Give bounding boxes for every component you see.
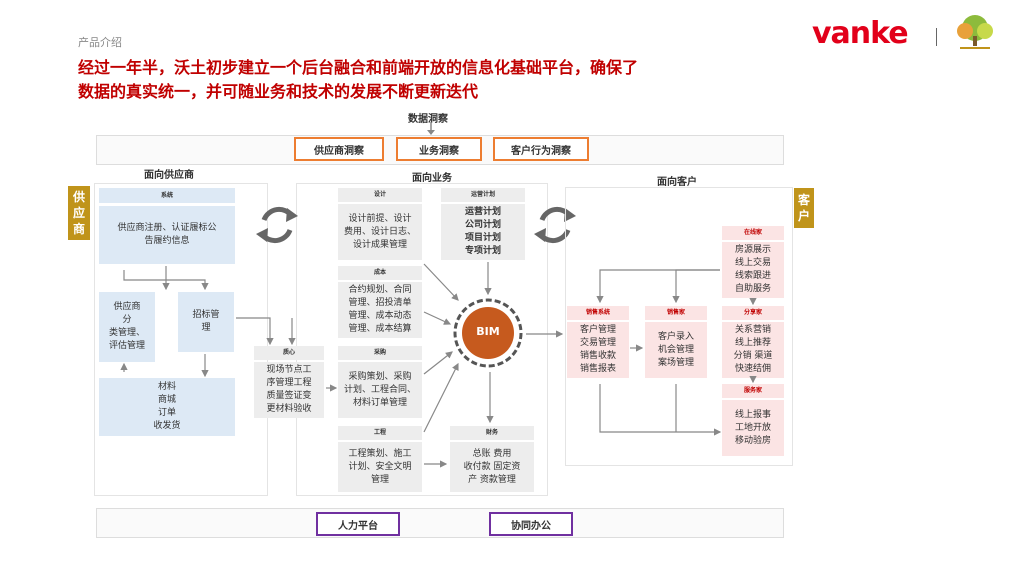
site-header: 质心 bbox=[254, 346, 324, 360]
customer-behavior-insight-box: 客户行为洞察 bbox=[493, 137, 589, 161]
hr-platform-box: 人力平台 bbox=[316, 512, 400, 536]
supplier-system-header: 系统 bbox=[99, 188, 235, 203]
service-header: 服务家 bbox=[722, 384, 784, 398]
vanke-logo: vanke bbox=[812, 16, 909, 51]
supplier-register-box: 供应商注册、认证履标公 告履约信息 bbox=[99, 206, 235, 264]
insight-label: 数据洞察 bbox=[408, 114, 448, 125]
share-header: 分享家 bbox=[722, 306, 784, 320]
sales-mgr-box: 客户录入 机会管理 案场管理 bbox=[645, 322, 707, 378]
cost-header: 成本 bbox=[338, 266, 422, 280]
collab-office-box: 协同办公 bbox=[489, 512, 573, 536]
share-box: 关系营销 线上推荐 分销 渠道 快速结佣 bbox=[722, 322, 784, 378]
cost-box: 合约规划、合同 管理、招投清单 管理、成本动态 管理、成本结算 bbox=[338, 282, 422, 338]
design-header: 设计 bbox=[338, 188, 422, 202]
finance-header: 财务 bbox=[450, 426, 534, 440]
purchase-box: 采购策划、采购 计划、工程合同、 材料订单管理 bbox=[338, 362, 422, 418]
bim-hub: BIM bbox=[453, 298, 523, 368]
customer-side-tag: 客 户 bbox=[794, 188, 814, 228]
slide-title-line-2: 数据的真实统一，并可随业务和技术的发展不断更新迭代 bbox=[78, 82, 479, 101]
online-box: 房源展示 线上交易 线索跟进 自助服务 bbox=[722, 242, 784, 298]
purchase-header: 采购 bbox=[338, 346, 422, 360]
sales-mgr-header: 销售家 bbox=[645, 306, 707, 320]
customer-panel bbox=[565, 187, 793, 466]
customer-column-title: 面向客户 bbox=[657, 177, 697, 188]
insight-arrow bbox=[427, 122, 435, 135]
supplier-cycle-icon bbox=[256, 206, 298, 244]
tree-logo-icon bbox=[950, 12, 1000, 52]
materials-mall-box: 材料 商城 订单 收发货 bbox=[99, 378, 235, 436]
sales-system-box: 客户管理 交易管理 销售收款 销售报表 bbox=[567, 322, 629, 378]
slide-title-line-1: 经过一年半，沃土初步建立一个后台融合和前端开放的信息化基础平台，确保了 bbox=[78, 58, 639, 77]
logo-divider bbox=[936, 28, 937, 46]
sales-system-header: 销售系统 bbox=[567, 306, 629, 320]
supplier-classify-box: 供应商 分 类管理、 评估管理 bbox=[99, 292, 155, 362]
bim-label: BIM bbox=[476, 325, 500, 338]
section-label: 产品介绍 bbox=[78, 36, 122, 49]
customer-cycle-icon bbox=[534, 206, 576, 244]
bidding-box: 招标管 理 bbox=[178, 292, 234, 352]
ops-plan-box: 运营计划 公司计划 项目计划 专项计划 bbox=[441, 204, 525, 260]
finance-box: 总账 费用 收付款 固定资 产 资款管理 bbox=[450, 442, 534, 492]
engineering-box: 工程策划、施工 计划、安全文明 管理 bbox=[338, 442, 422, 492]
ops-plan-header: 运营计划 bbox=[441, 188, 525, 202]
bim-ring-icon bbox=[453, 298, 523, 368]
business-panel bbox=[296, 183, 548, 496]
design-box: 设计前提、设计 费用、设计日志、 设计成果管理 bbox=[338, 204, 422, 260]
supplier-side-tag: 供 应 商 bbox=[68, 186, 90, 240]
platform-band bbox=[96, 508, 784, 538]
online-header: 在线家 bbox=[722, 226, 784, 240]
engineering-header: 工程 bbox=[338, 426, 422, 440]
supplier-column-title: 面向供应商 bbox=[144, 170, 194, 181]
business-column-title: 面向业务 bbox=[412, 173, 452, 184]
supplier-insight-box: 供应商洞察 bbox=[294, 137, 384, 161]
site-quality-box: 现场节点工 序管理工程 质量签证变 更材料验收 bbox=[254, 362, 324, 418]
service-box: 线上报事 工地开放 移动验房 bbox=[722, 400, 784, 456]
business-insight-box: 业务洞察 bbox=[396, 137, 482, 161]
